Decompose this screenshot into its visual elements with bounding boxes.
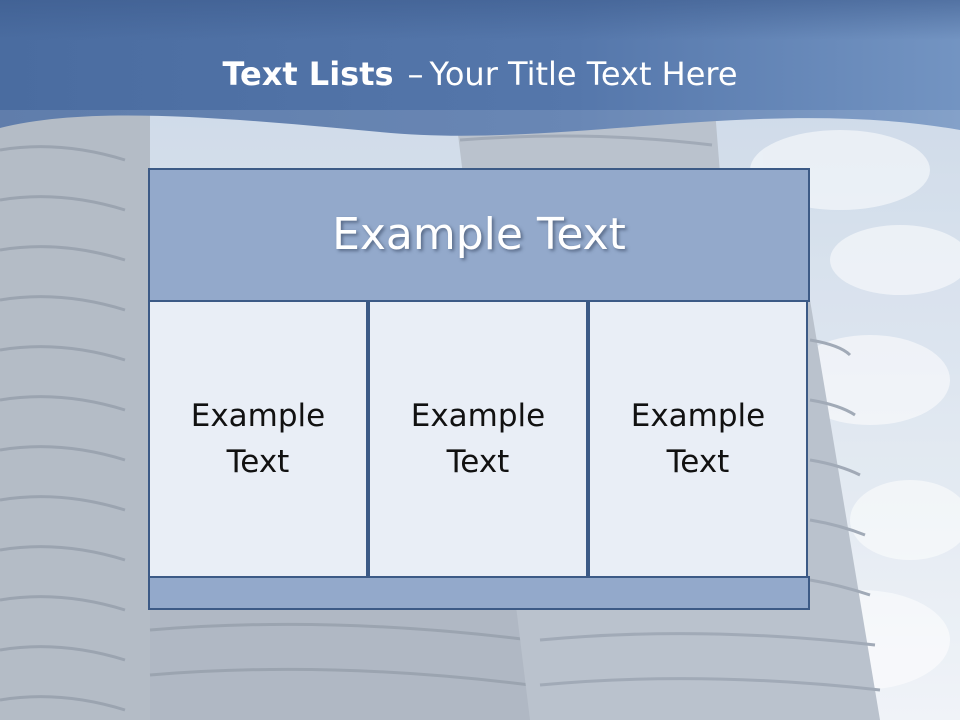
table-header-text: Example Text	[332, 209, 626, 260]
title-bold-text: Text Lists	[222, 55, 394, 93]
table-cell: Example Text	[148, 300, 368, 578]
table-cell: Example Text	[368, 300, 588, 578]
slide-title: Text Lists–Your Title Text Here	[0, 52, 960, 96]
title-rest-text: Your Title Text Here	[429, 55, 738, 93]
table-cell: Example Text	[588, 300, 808, 578]
table-cell-text: Example Text	[630, 398, 766, 480]
table-cell-text: Example Text	[190, 398, 326, 480]
table-footer-bar	[148, 576, 810, 610]
left-building	[0, 110, 531, 720]
table-header: Example Text	[148, 168, 810, 302]
title-separator: –	[407, 55, 424, 93]
text-list-table: Example Text Example Text Example Text E…	[148, 168, 810, 610]
table-cell-text: Example Text	[410, 398, 546, 480]
